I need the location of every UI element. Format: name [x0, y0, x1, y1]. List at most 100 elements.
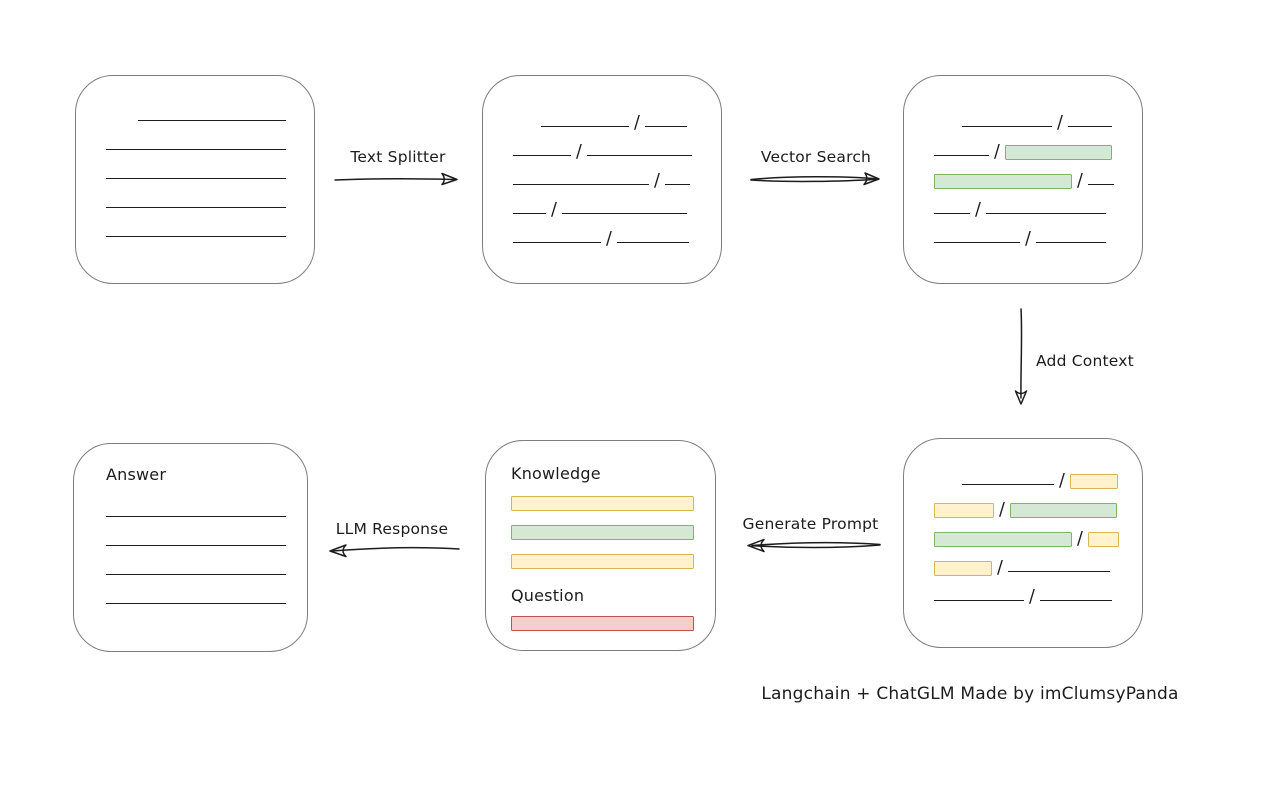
yellow-highlight-chunk	[934, 503, 994, 518]
segment-row	[106, 154, 314, 183]
text-line	[616, 242, 689, 243]
arrow-down-icon	[1014, 308, 1028, 405]
slash-separator: /	[654, 170, 660, 191]
segment-row	[106, 125, 314, 154]
text-line	[1007, 571, 1110, 572]
segment-row: /	[513, 160, 721, 189]
llm-response-label: LLM Response	[335, 520, 449, 538]
matched-chunks-rows: / / / / /	[934, 102, 1142, 247]
text-line	[934, 213, 970, 214]
segment-row: /	[962, 102, 1142, 131]
text-line	[934, 600, 1024, 601]
text-line	[106, 178, 286, 179]
text-line	[138, 120, 286, 121]
segment-row	[106, 212, 314, 241]
segment-row: /	[513, 189, 721, 218]
segment-row	[106, 521, 307, 550]
text-splitter-label: Text Splitter	[350, 148, 446, 166]
segment-row	[106, 183, 314, 212]
segment-row: /	[934, 218, 1142, 247]
text-line	[934, 155, 989, 156]
segment-row: /	[934, 547, 1142, 576]
vector-search-arrow-group: Vector Search	[748, 148, 884, 189]
text-line	[985, 213, 1106, 214]
slash-separator: /	[1077, 528, 1083, 549]
text-line	[513, 213, 546, 214]
segment-row: /	[934, 160, 1142, 189]
text-line	[513, 242, 601, 243]
text-line	[1039, 600, 1112, 601]
slash-separator: /	[1029, 586, 1035, 607]
slash-separator: /	[1059, 470, 1065, 491]
split-chunks-box: / / / / /	[482, 75, 722, 284]
context-chunks-rows: /////	[934, 460, 1142, 605]
text-line	[934, 242, 1020, 243]
arrow-left-icon	[329, 544, 460, 558]
text-line	[106, 516, 286, 517]
add-context-arrow-group: Add Context	[1012, 306, 1162, 416]
segment-row: /	[934, 489, 1142, 518]
split-chunks-rows: / / / / /	[513, 102, 721, 247]
segment-row	[106, 492, 307, 521]
slash-separator: /	[1077, 170, 1083, 191]
yellow-bar	[511, 496, 694, 511]
text-line	[962, 484, 1054, 485]
yellow-highlight-chunk	[934, 561, 992, 576]
text-line	[106, 236, 286, 237]
text-line	[1067, 126, 1112, 127]
slash-separator: /	[606, 228, 612, 249]
document-box	[75, 75, 315, 284]
text-line	[1087, 184, 1114, 185]
text-line	[513, 184, 649, 185]
context-chunks-box: /////	[903, 438, 1143, 648]
knowledge-bars	[511, 496, 715, 569]
knowledge-label: Knowledge	[511, 464, 601, 483]
segment-row: /	[934, 189, 1142, 218]
segment-row: /	[962, 460, 1142, 489]
segment-row: /	[934, 131, 1142, 160]
slash-separator: /	[634, 112, 640, 133]
question-bars	[511, 616, 715, 631]
text-splitter-arrow-group: Text Splitter	[332, 148, 464, 189]
text-line	[586, 155, 692, 156]
generate-prompt-arrow-group: Generate Prompt	[738, 515, 883, 556]
text-line	[106, 149, 286, 150]
text-line	[106, 207, 286, 208]
slash-separator: /	[999, 499, 1005, 520]
slash-separator: /	[994, 141, 1000, 162]
green-highlight-chunk	[934, 174, 1072, 189]
segment-row: /	[934, 518, 1142, 547]
segment-row: /	[513, 218, 721, 247]
segment-row	[106, 579, 307, 608]
generate-prompt-label: Generate Prompt	[742, 515, 879, 533]
question-label: Question	[511, 586, 585, 605]
arrow-right-double-icon	[750, 172, 880, 186]
green-bar	[511, 525, 694, 540]
slash-separator: /	[1057, 112, 1063, 133]
segment-row	[106, 550, 307, 579]
green-highlight-chunk	[1004, 145, 1112, 160]
slash-separator: /	[1025, 228, 1031, 249]
green-highlight-chunk	[934, 532, 1072, 547]
slash-separator: /	[551, 199, 557, 220]
yellow-bar	[511, 554, 694, 569]
text-line	[664, 184, 690, 185]
arrow-left-double-icon	[747, 538, 881, 553]
llm-response-arrow-group: LLM Response	[322, 520, 462, 561]
red-bar	[511, 616, 694, 631]
text-line	[1035, 242, 1106, 243]
segment-row: /	[541, 102, 721, 131]
slash-separator: /	[576, 141, 582, 162]
text-line	[561, 213, 687, 214]
text-line	[106, 545, 286, 546]
segment-row	[138, 96, 314, 125]
arrow-right-icon	[334, 172, 458, 186]
slash-separator: /	[975, 199, 981, 220]
answer-box: Answer	[73, 443, 308, 652]
document-lines	[106, 96, 314, 241]
prompt-box: Knowledge Question	[485, 440, 716, 651]
green-highlight-chunk	[1009, 503, 1117, 518]
text-line	[962, 126, 1052, 127]
answer-lines	[106, 492, 307, 608]
text-line	[644, 126, 687, 127]
